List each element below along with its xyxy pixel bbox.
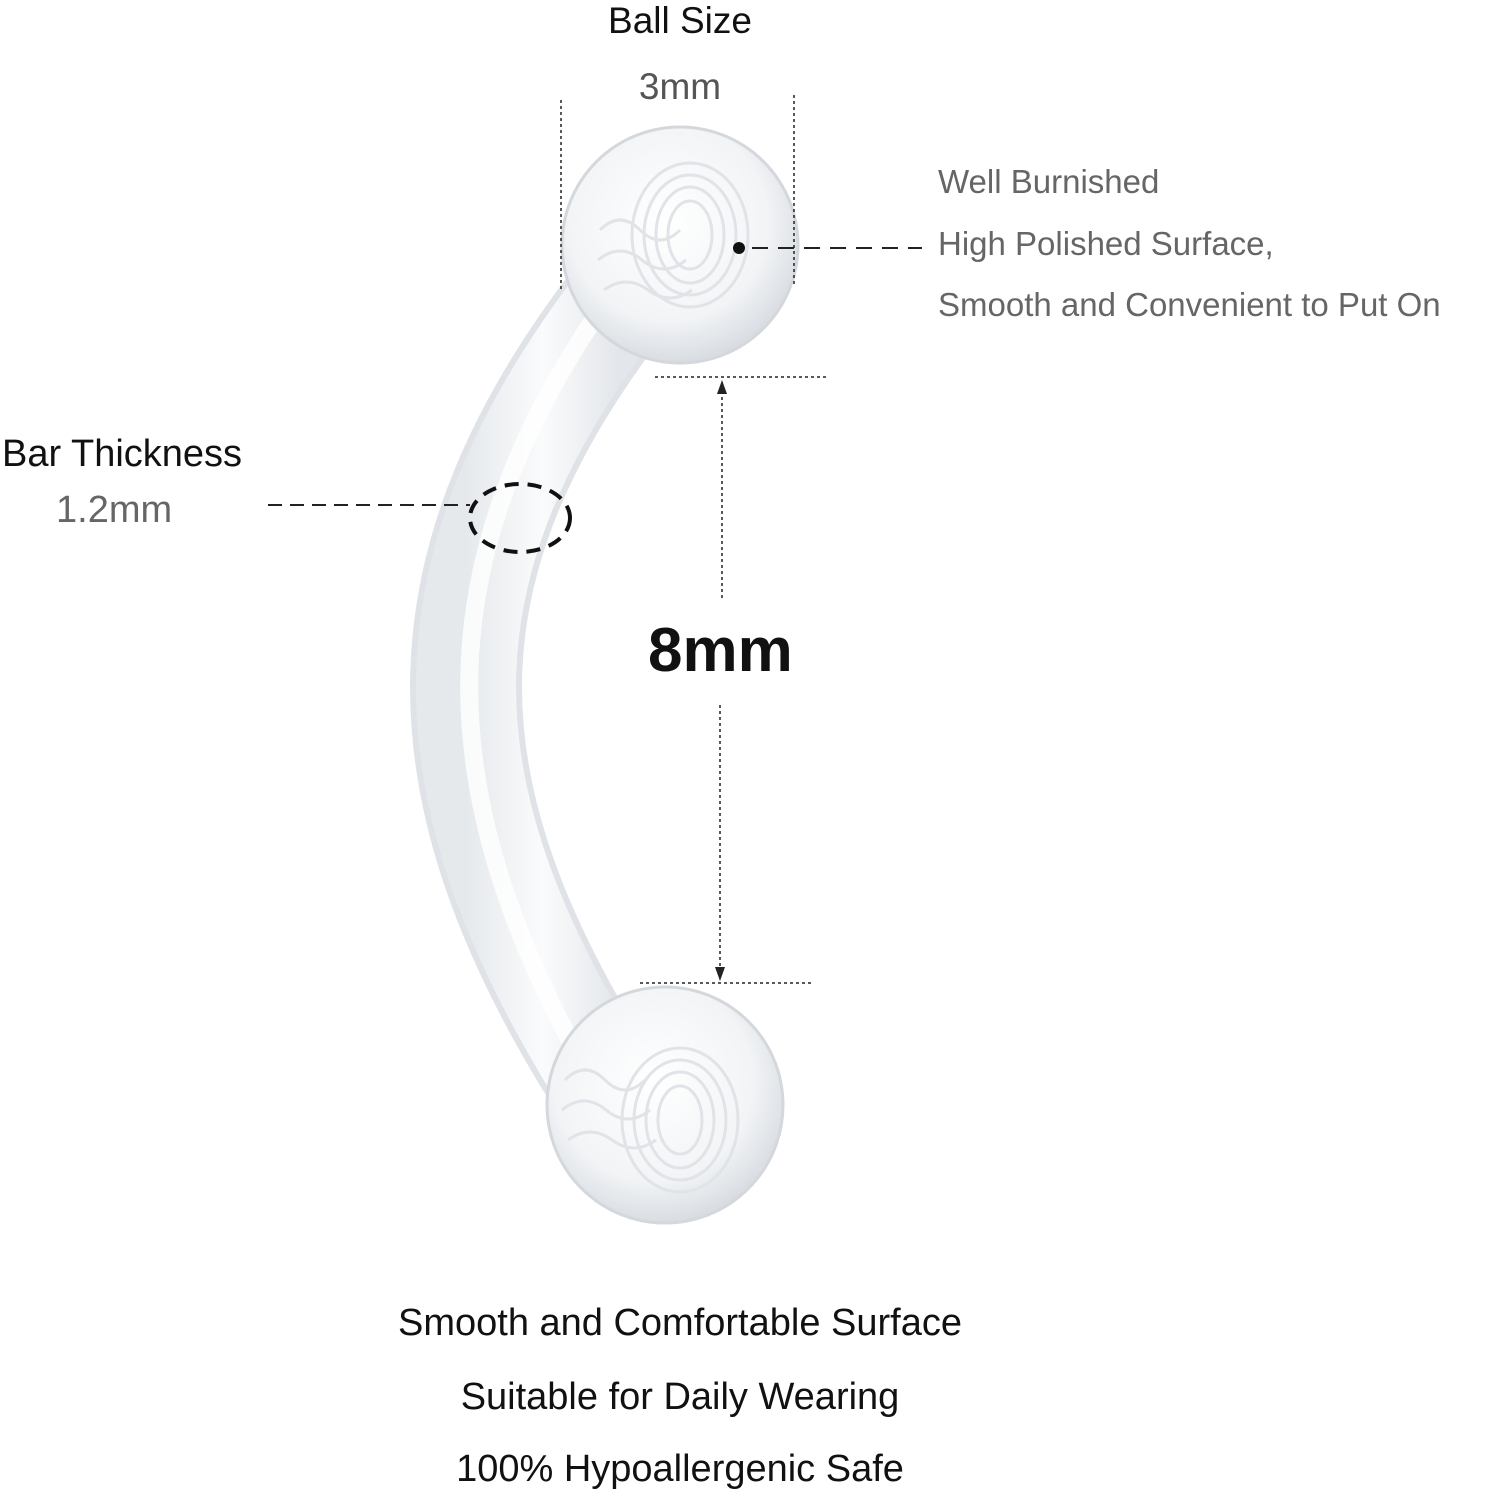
feature-pointer — [733, 242, 922, 254]
top-ball — [560, 125, 800, 365]
bottom-ball — [545, 985, 785, 1225]
bar-thickness-value: 1.2mm — [56, 489, 173, 531]
feature-line-2: High Polished Surface, — [938, 225, 1274, 262]
ball-size-value: 3mm — [638, 66, 722, 107]
bottom-line-2: Suitable for Daily Wearing — [460, 1376, 900, 1418]
bottom-line-1: Smooth and Comfortable Surface — [398, 1302, 962, 1344]
bar-thickness-title: Bar Thickness — [2, 433, 243, 475]
bar-thickness-marker — [268, 482, 572, 554]
length-value: 8mm — [648, 616, 793, 685]
feature-line-3: Smooth and Convenient to Put On — [938, 286, 1441, 323]
ball-size-guides — [560, 95, 795, 290]
curved-bar — [410, 244, 676, 1116]
length-dimension — [640, 376, 826, 984]
feature-line-1: Well Burnished — [938, 163, 1160, 200]
bottom-line-3: 100% Hypoallergenic Safe — [456, 1448, 904, 1490]
ball-size-title: Ball Size — [608, 0, 752, 41]
